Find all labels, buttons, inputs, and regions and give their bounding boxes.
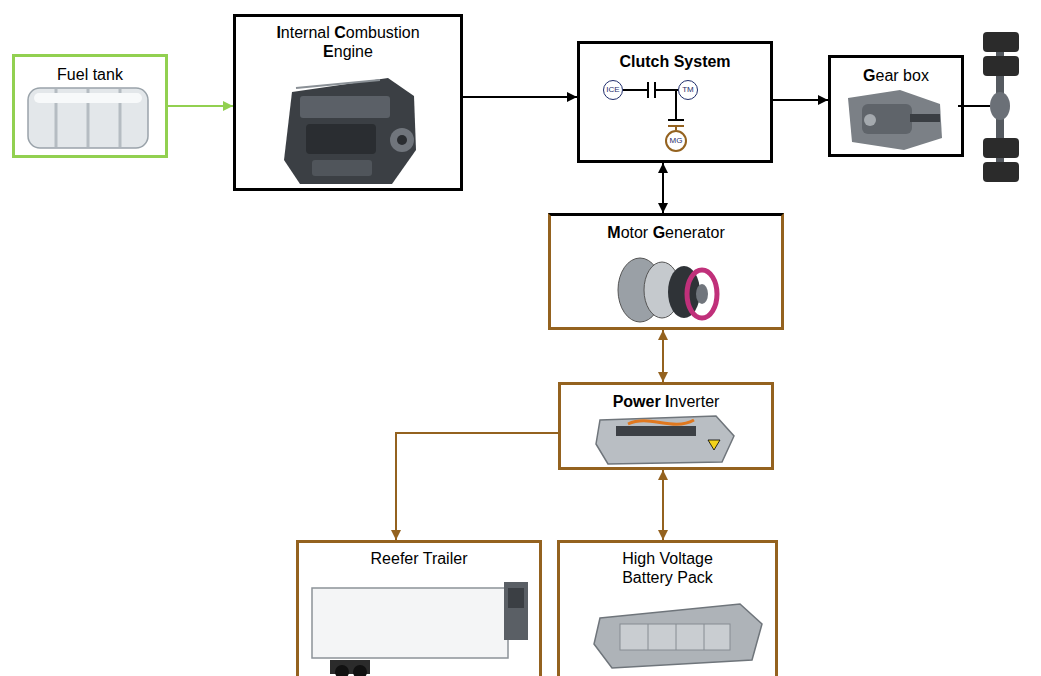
inverter-box: Power Inverter <box>558 382 774 470</box>
gearbox-box: Gear box <box>828 55 964 157</box>
reefer-box: Reefer Trailer <box>296 540 542 676</box>
circle-label: MG <box>670 137 683 145</box>
reefer-trailer-picture <box>312 582 528 676</box>
flow-arrow <box>773 99 828 101</box>
box-label: Reefer Trailer <box>304 549 534 568</box>
box-label: Clutch System <box>585 52 765 71</box>
gearbox-picture <box>848 90 942 150</box>
flow-arrow <box>463 96 577 98</box>
box-label: Gear box <box>836 66 956 85</box>
flow-arrow <box>396 433 558 540</box>
flow-arrow <box>662 470 664 540</box>
box-label: Power Inverter <box>566 392 766 411</box>
flow-arrow <box>662 330 664 382</box>
clutch-box: Clutch SystemICE TM MG <box>577 41 773 163</box>
battery-box: High Voltage Battery Pack <box>557 540 778 676</box>
fuel-tank-picture <box>28 88 148 148</box>
shaft-circle: MG <box>665 130 687 152</box>
axle-picture <box>958 32 1019 182</box>
box-label: High Voltage Battery Pack <box>603 549 733 587</box>
flow-arrow <box>662 163 664 213</box>
box-label: Motor Generator <box>556 223 776 242</box>
motor-generator-picture <box>618 258 717 322</box>
engine-box: Internal Combustion Engine <box>233 14 463 191</box>
shaft-circle: ICE <box>603 80 623 100</box>
shaft-circle: TM <box>678 80 698 100</box>
flow-arrow <box>168 105 233 107</box>
inverter-picture <box>596 416 734 464</box>
box-label: Internal Combustion Engine <box>261 23 436 61</box>
motor-generator-box: Motor Generator <box>548 213 784 330</box>
battery-picture <box>594 604 762 668</box>
engine-picture <box>284 78 416 184</box>
circle-label: TM <box>682 86 694 94</box>
circle-label: ICE <box>606 86 619 94</box>
box-label: Fuel tank <box>20 65 160 84</box>
fuel-tank-box: Fuel tank <box>12 54 168 158</box>
